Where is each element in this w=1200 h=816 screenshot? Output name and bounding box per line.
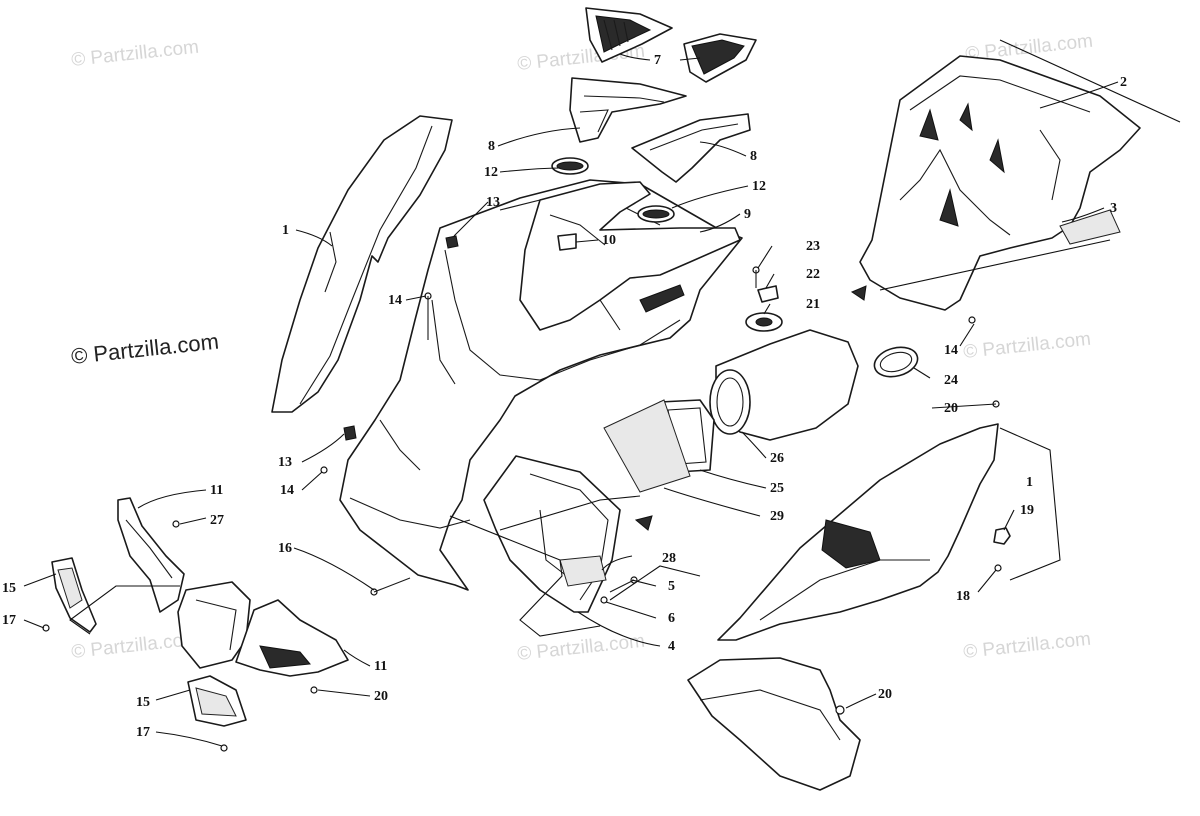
grommet-left <box>551 157 589 175</box>
callout-11-lower: 11 <box>374 659 387 674</box>
callout-15-upper: 15 <box>2 581 16 596</box>
callout-9: 9 <box>744 207 751 222</box>
callout-28: 28 <box>662 551 676 566</box>
side-panel-left <box>271 115 453 413</box>
callout-8-right: 8 <box>750 149 757 164</box>
callout-13-upper: 13 <box>486 195 500 210</box>
vent-grille-right <box>683 33 757 83</box>
callout-22: 22 <box>806 267 820 282</box>
grommet-right <box>637 205 675 223</box>
callout-10: 10 <box>602 233 616 248</box>
bolt-14-right <box>968 316 976 324</box>
callout-16: 16 <box>278 541 292 556</box>
lower-grille-mesh <box>559 555 607 587</box>
callout-12-left: 12 <box>484 165 498 180</box>
clip-13-lower <box>343 425 357 441</box>
lower-grille-housing <box>483 455 621 613</box>
mount-bracket <box>757 285 779 303</box>
callout-14-lower: 14 <box>280 483 294 498</box>
watermark-mid-right: © Partzilla.com <box>962 329 1092 363</box>
inner-bezel <box>519 181 741 331</box>
lower-frame-bracket <box>177 581 251 669</box>
callout-13-lower: 13 <box>278 455 292 470</box>
callout-20-left: 20 <box>374 689 388 704</box>
storage-tub <box>859 55 1141 311</box>
vent-duct-right <box>631 113 751 183</box>
lower-vent-cover <box>187 675 247 727</box>
nut-20-lower <box>835 705 845 715</box>
nut-6 <box>600 596 608 604</box>
belly-pan <box>687 657 861 791</box>
callout-19: 19 <box>1020 503 1034 518</box>
callout-12-right: 12 <box>752 179 766 194</box>
callout-24: 24 <box>944 373 958 388</box>
watermark-bottom-right: © Partzilla.com <box>962 629 1092 663</box>
callout-29: 29 <box>770 509 784 524</box>
bolt-20-left <box>310 686 318 694</box>
callout-2: 2 <box>1120 75 1127 90</box>
watermark-main: © Partzilla.com <box>70 329 220 369</box>
callout-8-left: 8 <box>488 139 495 154</box>
callout-1-right: 1 <box>1026 475 1033 490</box>
nut-19 <box>993 527 1011 545</box>
vent-duct-left <box>569 77 687 143</box>
arrow-center-lower <box>634 515 653 531</box>
callout-1-left: 1 <box>282 223 289 238</box>
direction-arrows <box>634 285 867 531</box>
side-panel-right <box>717 423 999 641</box>
bolt-18 <box>994 564 1002 572</box>
callout-23: 23 <box>806 239 820 254</box>
left-duct-bracket <box>117 497 185 613</box>
callout-27: 27 <box>210 513 224 528</box>
callout-18: 18 <box>956 589 970 604</box>
leader-lines <box>23 53 1119 747</box>
callout-7: 7 <box>654 53 661 68</box>
callout-15-lower: 15 <box>136 695 150 710</box>
callout-3: 3 <box>1110 201 1117 216</box>
callout-14-right: 14 <box>944 343 958 358</box>
callout-21: 21 <box>806 297 820 312</box>
callout-6: 6 <box>668 611 675 626</box>
intake-screen <box>603 399 691 493</box>
callout-20-right: 20 <box>944 401 958 416</box>
callout-11-upper: 11 <box>210 483 223 498</box>
bolt-27 <box>172 520 180 528</box>
callout-17-lower: 17 <box>136 725 150 740</box>
mount-grommet <box>745 312 783 332</box>
clip-10 <box>557 233 577 251</box>
callout-17-upper: 17 <box>2 613 16 628</box>
bolt-17-lower <box>220 744 228 752</box>
assembly-lines <box>69 39 1181 637</box>
callout-25: 25 <box>770 481 784 496</box>
callout-5: 5 <box>668 579 675 594</box>
hose-clamp <box>873 346 919 378</box>
callout-14-upper: 14 <box>388 293 402 308</box>
callout-26: 26 <box>770 451 784 466</box>
lower-right-duct <box>235 599 349 677</box>
arrow-right-upper <box>850 285 867 301</box>
watermark-top-left: © Partzilla.com <box>70 37 200 71</box>
vent-grille-left <box>585 7 673 63</box>
callout-labels: 1 1 2 3 4 5 6 7 8 8 9 10 11 11 12 12 13 … <box>2 53 1127 740</box>
clip-13-upper <box>445 235 459 249</box>
bolt-14-lower <box>320 466 328 474</box>
air-intake-duct <box>709 329 859 441</box>
left-vent-cover <box>51 557 97 633</box>
watermark-bottom-center: © Partzilla.com <box>516 631 646 665</box>
callout-20-lower: 20 <box>878 687 892 702</box>
callout-4: 4 <box>668 639 675 654</box>
